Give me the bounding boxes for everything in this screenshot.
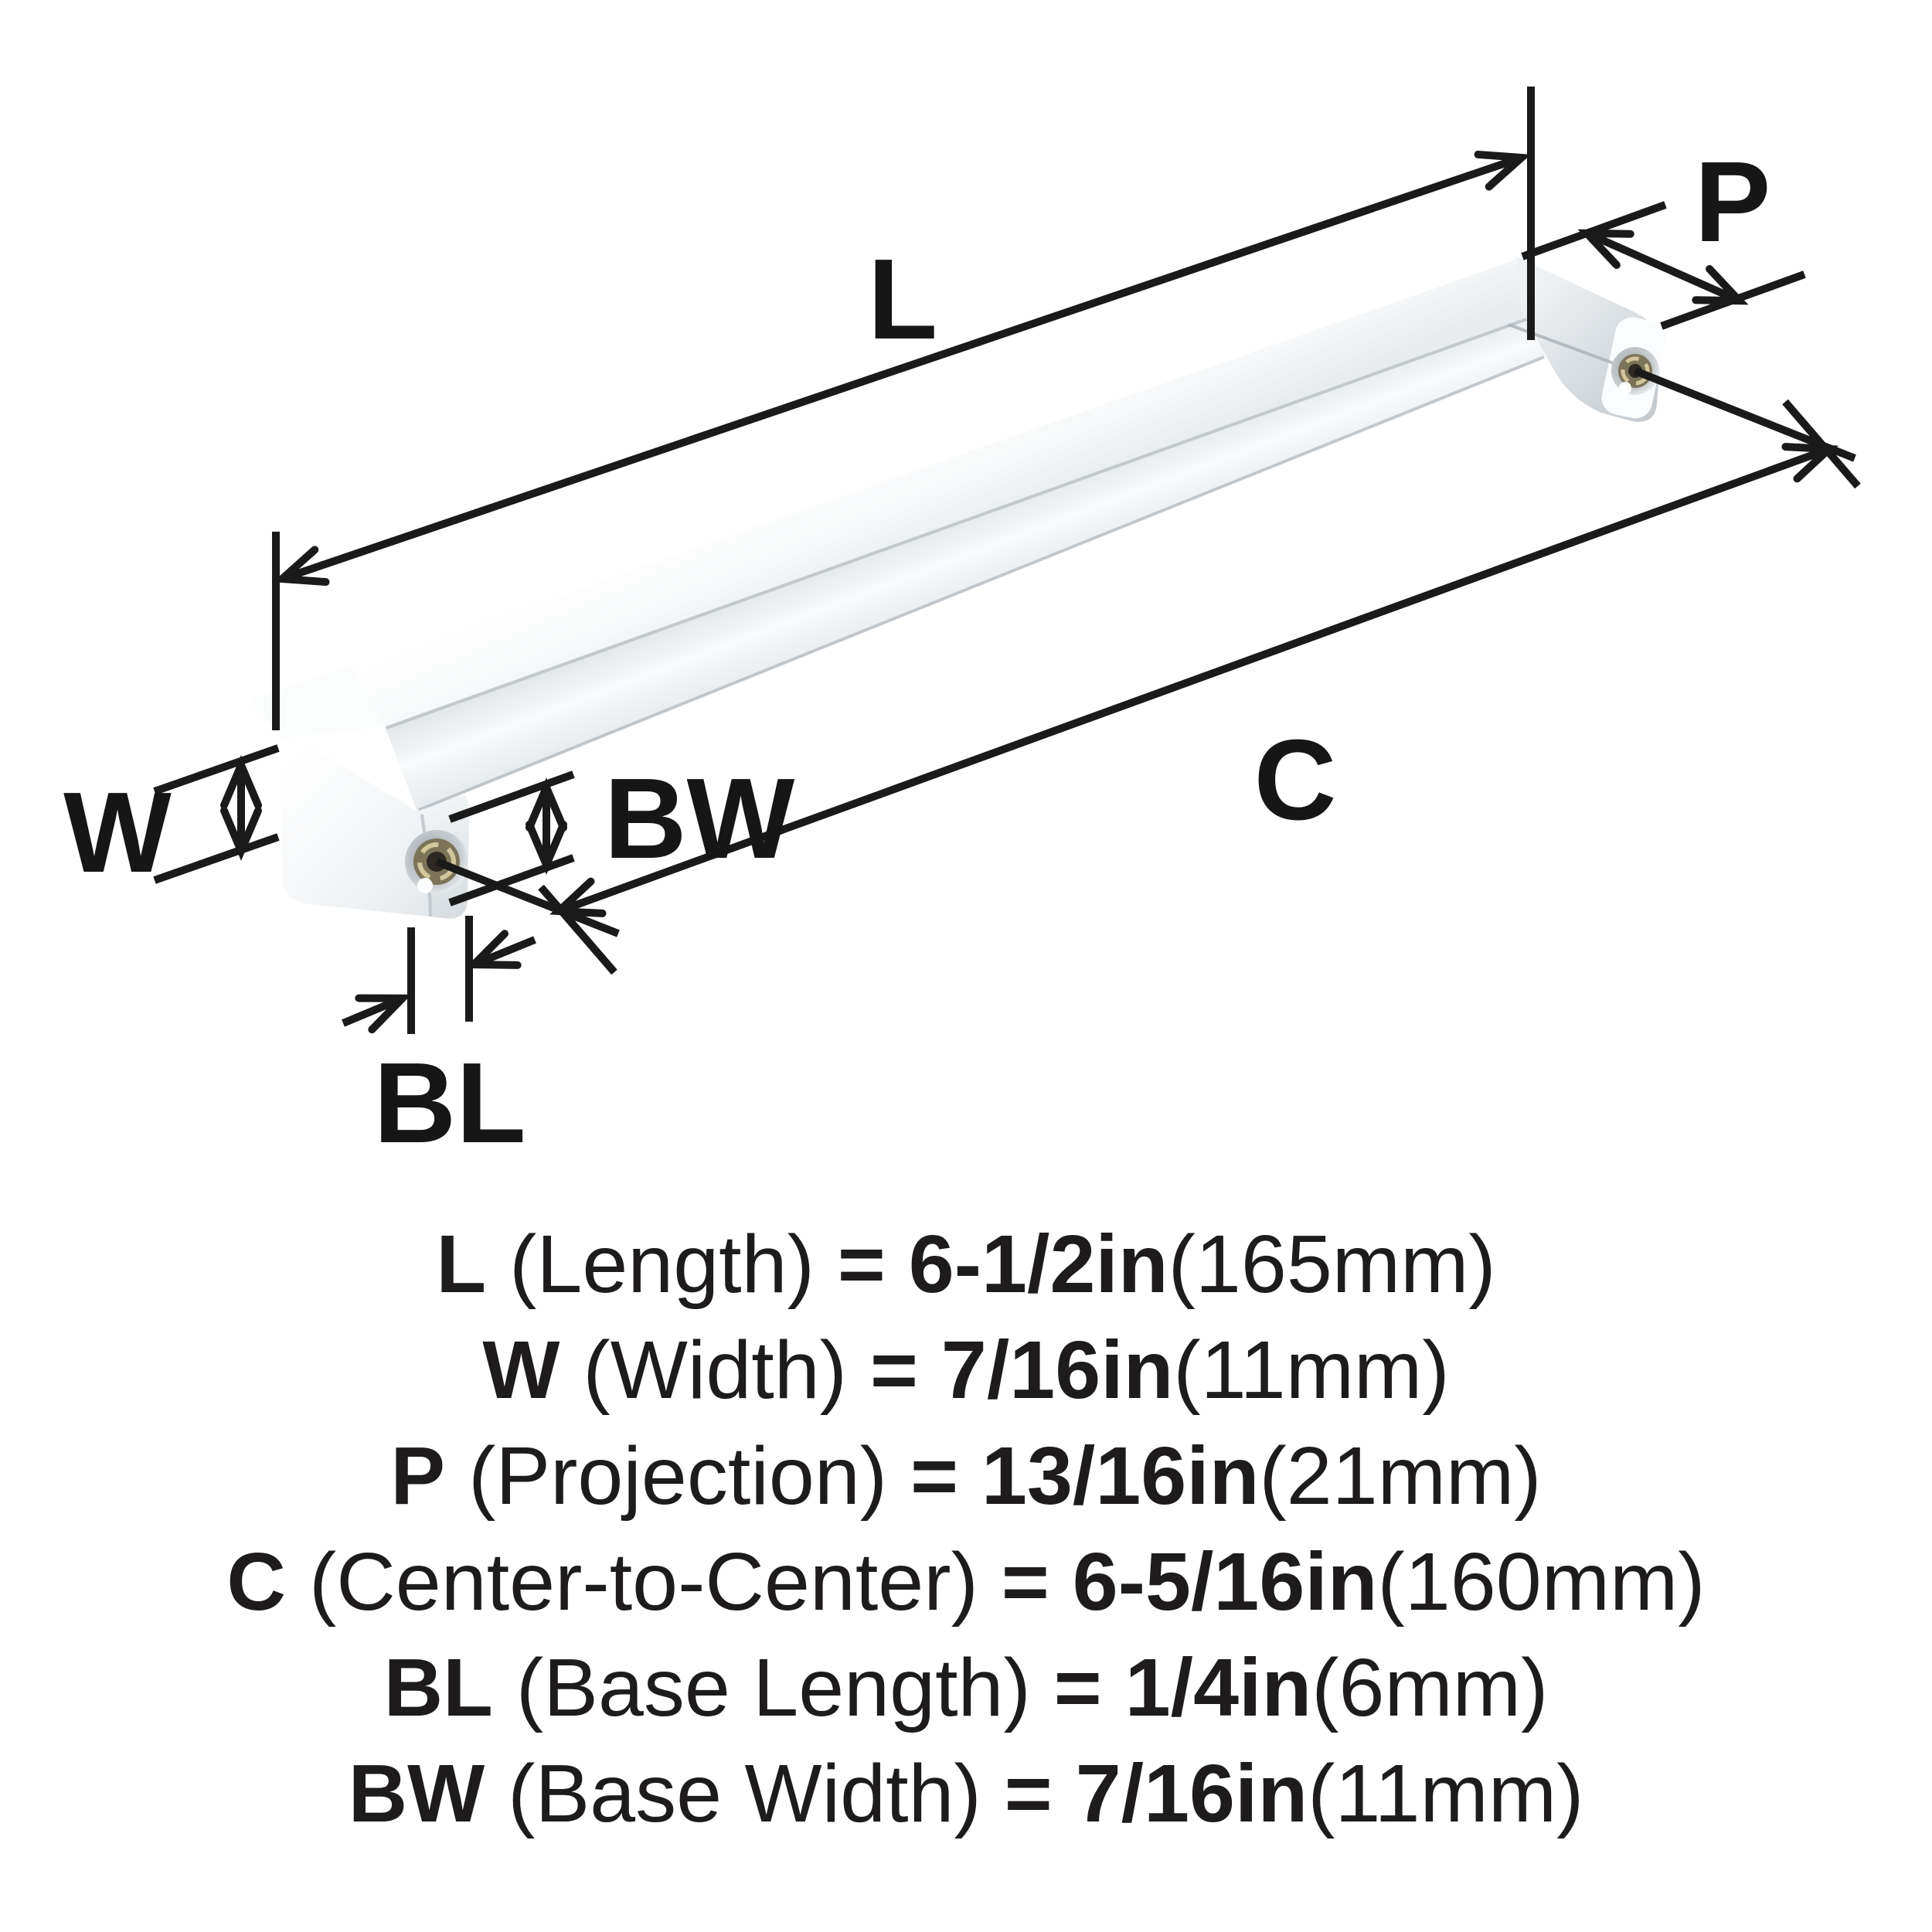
spec-metric: (21mm) [1259, 1430, 1542, 1522]
label-length: L [868, 236, 937, 363]
p-dimension-line [1577, 229, 1749, 305]
spec-line-base-length: BL (Base Length) = 1/4in (6mm) [384, 1635, 1549, 1741]
spec-line-center-to-center: C (Center-to-Center) = 6-5/16in (160mm) [226, 1529, 1705, 1635]
spec-metric: (11mm) [1308, 1748, 1584, 1839]
spec-key: BW [348, 1748, 485, 1839]
spec-key: BL [383, 1642, 493, 1733]
spec-metric: (160mm) [1377, 1536, 1706, 1628]
spec-equals: = [869, 1325, 918, 1416]
spec-value: 6-5/16in [1072, 1536, 1378, 1628]
spec-key: C [226, 1536, 286, 1628]
spec-equals: = [910, 1430, 958, 1522]
bw-extension-lower [448, 854, 575, 906]
spec-value: 13/16in [981, 1430, 1260, 1522]
spec-value: 6-1/2in [908, 1219, 1168, 1310]
spec-value: 7/16in [940, 1325, 1174, 1416]
spec-equals: = [1053, 1642, 1102, 1733]
spec-value: 1/4in [1124, 1642, 1312, 1733]
spec-key: P [390, 1430, 446, 1522]
p-extension-upper [1521, 201, 1667, 260]
spec-key: L [436, 1219, 487, 1310]
dimension-lines [153, 87, 1861, 1034]
c-leader-left [435, 858, 620, 937]
spec-metric: (165mm) [1168, 1219, 1496, 1310]
c-extension-right [1782, 399, 1861, 489]
spec-desc: (Length) [509, 1219, 815, 1310]
spec-line-length: L (Length) = 6-1/2in (165mm) [436, 1212, 1495, 1318]
label-center-to-center: C [1254, 716, 1337, 844]
l-dimension-line [273, 150, 1531, 587]
bar-seam-line [386, 315, 1534, 730]
spec-line-projection: P (Projection) = 13/16in (21mm) [390, 1423, 1541, 1529]
spec-desc: (Base Length) [515, 1642, 1031, 1733]
left-screw-hole [405, 830, 468, 893]
spec-block: L (Length) = 6-1/2in (165mm) W (Width) =… [0, 1212, 1932, 1847]
spec-desc: (Center-to-Center) [308, 1536, 978, 1628]
left-foot-top-face [249, 666, 386, 738]
handle-diagram: L P C W BW BL [63, 87, 1861, 1167]
spec-metric: (6mm) [1311, 1642, 1549, 1733]
spec-metric: (11mm) [1173, 1325, 1450, 1416]
label-base-width: BW [604, 755, 795, 883]
label-projection: P [1695, 138, 1771, 266]
spec-equals: = [837, 1219, 886, 1310]
spec-value: 7/16in [1075, 1748, 1308, 1839]
spec-desc: (Projection) [468, 1430, 888, 1522]
bl-arrow-right [464, 930, 536, 969]
bl-arrow-left [342, 994, 412, 1034]
label-width: W [63, 769, 172, 896]
c-dimension-line [549, 443, 1838, 917]
spec-key: W [482, 1325, 560, 1416]
spec-equals: = [1004, 1748, 1053, 1839]
label-base-length: BL [373, 1039, 526, 1167]
spec-equals: = [1001, 1536, 1049, 1628]
dimension-labels: L P C W BW BL [63, 138, 1770, 1167]
bar-front-face [385, 315, 1546, 811]
w-extension-upper [153, 744, 280, 795]
spec-desc: (Base Width) [508, 1748, 981, 1839]
spec-desc: (Width) [583, 1325, 847, 1416]
spec-line-base-width: BW (Base Width) = 7/16in (11mm) [349, 1741, 1584, 1847]
spec-line-width: W (Width) = 7/16in (11mm) [482, 1318, 1449, 1423]
w-extension-lower [153, 833, 280, 884]
